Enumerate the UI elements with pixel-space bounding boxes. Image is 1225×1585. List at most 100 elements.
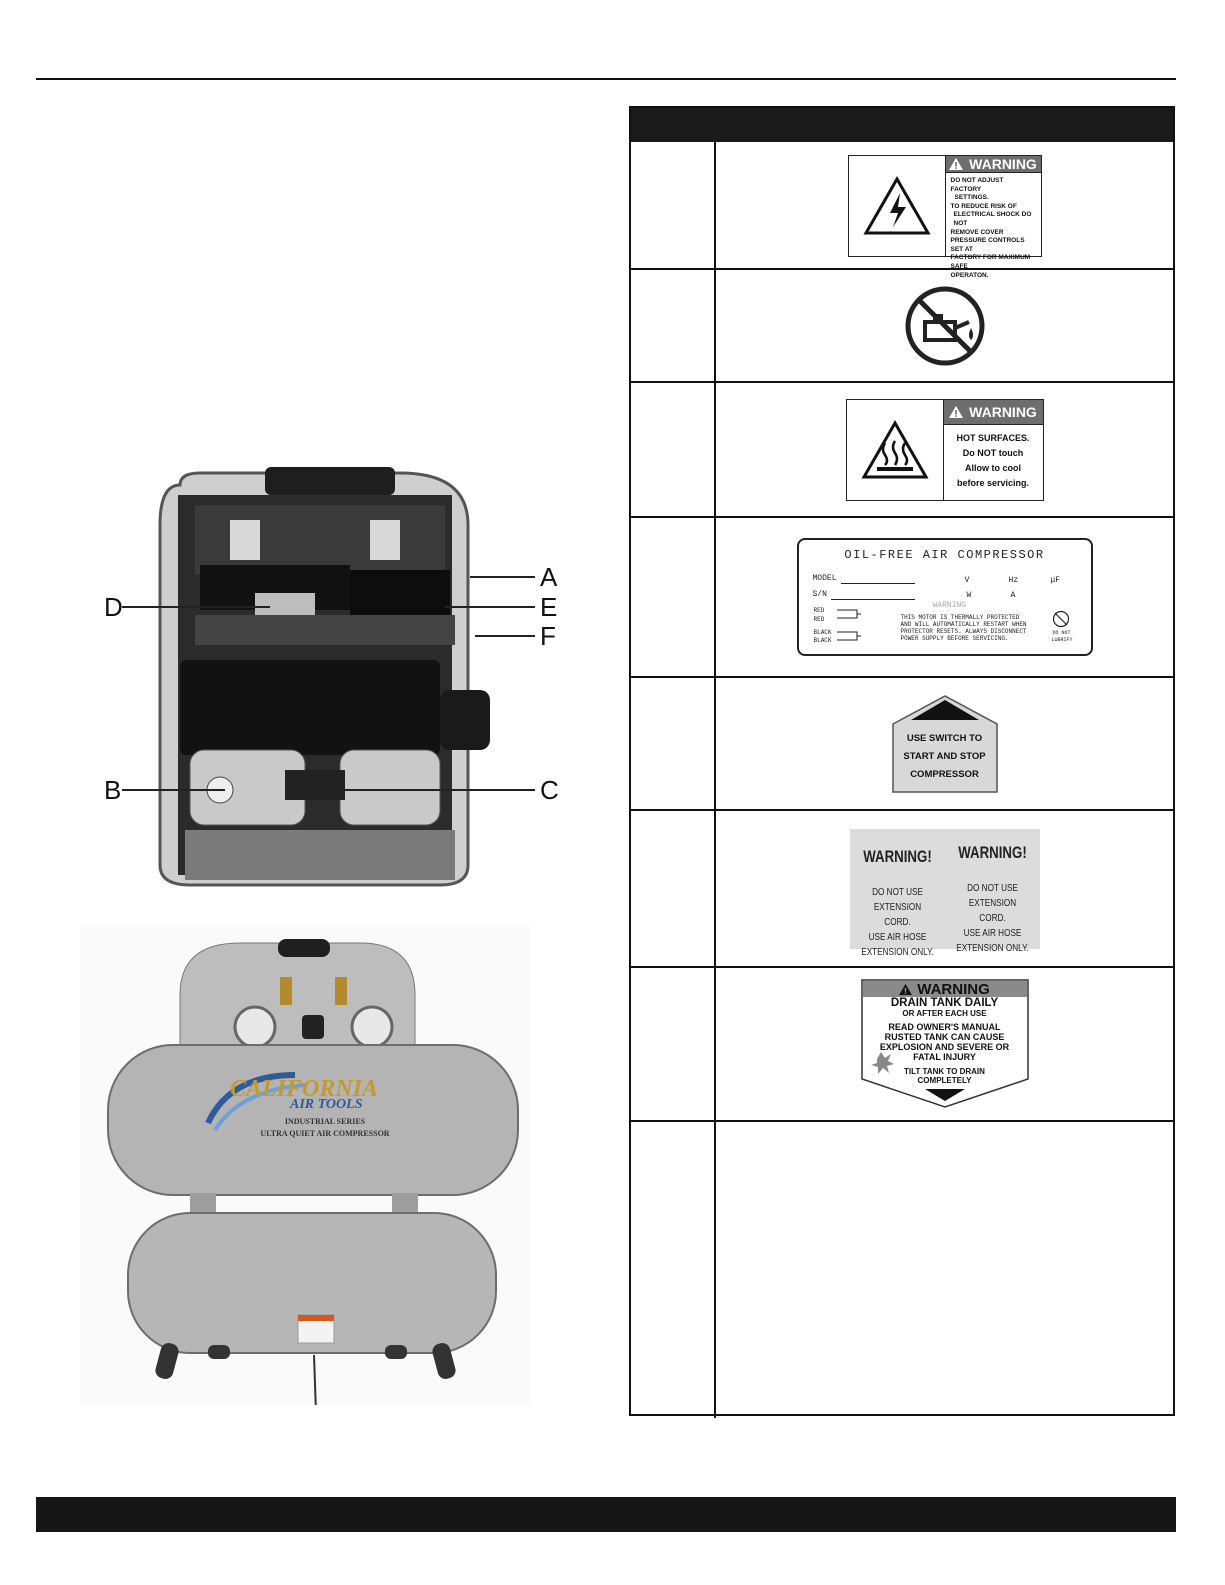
row-divider [631, 268, 1173, 270]
row-divider [631, 516, 1173, 518]
nameplate-warning: WARNING [932, 601, 967, 610]
sn-line [830, 599, 915, 600]
drain-tank-warning-label: WARNING DRAIN TANK DAILY OR AFTER EACH U… [860, 979, 1029, 1109]
brand-logo-text: CALIFORNIA [230, 1076, 379, 1102]
label-row-drain: WARNING DRAIN TANK DAILY OR AFTER EACH U… [716, 968, 1173, 1120]
electrical-line: PRESSURE CONTROLS SET AT [950, 237, 1025, 253]
use-switch-label: USE SWITCH TO START AND STOP COMPRESSOR [891, 694, 999, 794]
hot-surface-warning-label: WARNING HOT SURFACES. Do NOT touch Allow… [845, 398, 1044, 501]
electrical-line: DO NOT ADJUST FACTORY [950, 177, 1004, 193]
callout-d: D [104, 592, 123, 622]
drain-line: FATAL INJURY [913, 1052, 976, 1062]
switch-line: USE SWITCH TO [906, 732, 983, 744]
electrical-warning-text: DO NOT ADJUST FACTORY SETTINGS. TO REDUC… [946, 173, 1041, 284]
electrical-line: FACTORY FOR MAXIMUM SAFE [950, 254, 1031, 270]
nameplate-hz: Hz [1008, 576, 1019, 585]
electrical-warning-heading: WARNING [969, 156, 1037, 172]
nameplate-model: MODEL [812, 574, 837, 583]
warning-heading: WARNING [943, 399, 1043, 425]
extension-heading: WARNING! [957, 842, 1027, 862]
row-divider [631, 809, 1173, 811]
hot-surface-line: Allow to cool [965, 462, 1021, 473]
callout-e: E [540, 592, 558, 622]
nameplate-v: V [964, 576, 970, 585]
electrical-line: REMOVE COVER [950, 228, 1004, 236]
label-row-empty [716, 1122, 1173, 1416]
notice-line: POWER SUPPLY BEFORE SERVICING. [900, 635, 1009, 642]
switch-label-shape [891, 694, 998, 793]
drain-line: EXPLOSION AND SEVERE OR [879, 1042, 1010, 1052]
switch-label-text: USE SWITCH TO START AND STOP COMPRESSOR [891, 730, 999, 784]
wire-label: RED [813, 616, 825, 623]
drain-warning-text: DRAIN TANK DAILY OR AFTER EACH USE READ … [867, 997, 1023, 1085]
extension-cord-warning-label: WARNING! DO NOT USE EXTENSION CORD. USE … [849, 828, 1040, 958]
extension-heading: WARNING! [862, 846, 932, 866]
compressor-product-figure: CALIFORNIA AIR TOOLS INDUSTRIAL SERIES U… [80, 925, 530, 1414]
hot-surface-line: before servicing. [956, 477, 1030, 488]
label-row-no-oil [716, 270, 1173, 381]
drain-line: DRAIN TANK DAILY [890, 997, 999, 1009]
electric-shock-icon [862, 175, 931, 235]
electrical-line: SETTINGS. [954, 194, 989, 202]
compressor-internal-figure: A B C D E F [100, 465, 570, 895]
drain-label-shape [860, 979, 1029, 1108]
callout-a: A [540, 562, 558, 592]
callout-f: F [540, 621, 556, 651]
row-divider [631, 966, 1173, 968]
nameplate-uf: μF [1050, 576, 1061, 585]
wire-label: RED [813, 607, 825, 614]
compressor-internal-drawing [122, 467, 535, 887]
lubricate-line: LUBRIFY [1051, 637, 1073, 643]
brand-logo-sub: AIR TOOLS [290, 1097, 363, 1112]
no-lubricate-icon [1052, 610, 1069, 628]
drain-line: READ OWNER'S MANUAL [888, 1022, 1001, 1032]
extension-line: DO NOT USE EXTENSION CORD. [966, 881, 1018, 924]
extension-line: EXTENSION ONLY. [955, 941, 1029, 954]
notice-line: THIS MOTOR IS THERMALLY PROTECTED [900, 614, 1020, 621]
brand-series: INDUSTRIAL SERIES [284, 1117, 366, 1126]
notice-line: AND WILL AUTOMATICALLY RESTART WHEN [900, 621, 1027, 628]
extension-line: DO NOT USE EXTENSION CORD. [871, 885, 923, 928]
nameplate-title: OIL-FREE AIR COMPRESSOR [844, 548, 1045, 562]
no-oil-icon [905, 286, 984, 365]
switch-line: START AND STOP [903, 750, 986, 762]
label-row-extension: WARNING! DO NOT USE EXTENSION CORD. USE … [716, 811, 1173, 966]
label-row-electrical: WARNING DO NOT ADJUST FACTORY SETTINGS. … [716, 144, 1173, 279]
drain-line: OR AFTER EACH USE [902, 1009, 987, 1018]
drain-heading: WARNING [917, 980, 990, 998]
label-row-nameplate: OIL-FREE AIR COMPRESSOR MODEL S/N V Hz μ… [716, 518, 1173, 676]
extension-warning-left: WARNING! DO NOT USE EXTENSION CORD. USE … [860, 847, 934, 960]
model-line [840, 583, 915, 584]
warning-triangle-icon [899, 983, 913, 995]
nameplate-a: A [1010, 591, 1016, 600]
compressor-product-drawing [107, 939, 519, 1414]
nameplate-sn: S/N [812, 590, 827, 599]
table-header-bar [631, 108, 1173, 142]
header-rule [36, 78, 1176, 80]
footer-bar [36, 1497, 1176, 1532]
drain-warning-heading-bar: WARNING [862, 980, 1027, 998]
extension-line: USE AIR HOSE [868, 930, 926, 943]
electrical-line: ELECTRICAL SHOCK DO NOT [953, 211, 1032, 227]
lubricate-line: DO NOT [1052, 630, 1071, 636]
hot-surface-icon [860, 419, 929, 478]
extension-line: USE AIR HOSE [963, 926, 1021, 939]
warning-triangle-icon [949, 158, 964, 170]
drain-line: RUSTED TANK CAN CAUSE [884, 1032, 1005, 1042]
table-column-divider [714, 142, 716, 1418]
electrical-line: TO REDUCE RISK OF [950, 202, 1017, 210]
wiring-diagram-icon [836, 609, 861, 641]
extension-line: EXTENSION ONLY. [860, 945, 934, 958]
row-divider [631, 676, 1173, 678]
hot-surface-line: HOT SURFACES. [956, 432, 1030, 443]
label-row-hot-surface: WARNING HOT SURFACES. Do NOT touch Allow… [716, 383, 1173, 516]
drain-line: TILT TANK TO DRAIN [904, 1067, 985, 1076]
warning-triangle-icon [949, 405, 964, 418]
drain-line: COMPLETELY [917, 1076, 972, 1085]
hot-surface-text: HOT SURFACES. Do NOT touch Allow to cool… [944, 425, 1043, 491]
safety-labels-table: WARNING DO NOT ADJUST FACTORY SETTINGS. … [629, 106, 1175, 1418]
callout-b: B [104, 775, 122, 805]
electrical-warning-label: WARNING DO NOT ADJUST FACTORY SETTINGS. … [847, 155, 1042, 279]
row-divider [631, 381, 1173, 383]
hot-surface-heading: WARNING [969, 403, 1037, 420]
